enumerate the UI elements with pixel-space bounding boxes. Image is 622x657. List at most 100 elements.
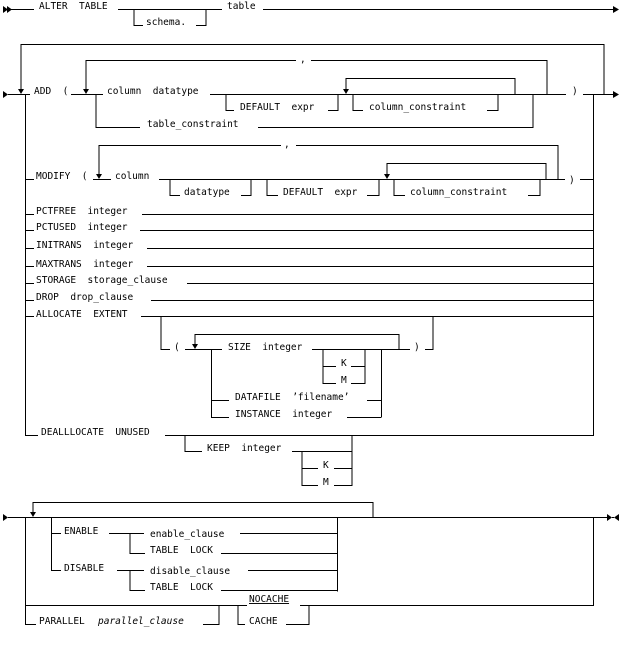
size-k-unit: K bbox=[341, 358, 347, 369]
allocate-branch-left bbox=[160, 316, 170, 350]
cache-branch-left bbox=[237, 605, 245, 625]
table-constraint-branch-right bbox=[258, 94, 534, 128]
enable-table-lock-branch bbox=[129, 533, 145, 554]
entry-arrow-icon bbox=[3, 514, 8, 521]
add-clause: ADD ( , column datatype DEFAULT expr col… bbox=[34, 54, 594, 130]
constraint-branch-left bbox=[352, 94, 363, 111]
keep-branch-left bbox=[184, 435, 202, 452]
add-comma-separator: , bbox=[300, 54, 306, 65]
allocate-repeat-loop bbox=[194, 334, 400, 350]
default-branch-right bbox=[328, 94, 339, 111]
disable-keyword: DISABLE bbox=[64, 563, 104, 574]
initrans-option: INITRANS integer bbox=[36, 240, 134, 251]
datafile-label: DATAFILE ’filename’ bbox=[235, 392, 349, 403]
pctused-option: PCTUSED integer bbox=[36, 222, 128, 233]
k-branch-right bbox=[351, 349, 366, 367]
continue-arrow-icon bbox=[613, 6, 619, 13]
loop-arrow-icon bbox=[18, 89, 24, 94]
m-branch-right bbox=[351, 366, 366, 384]
start-arrow-icon bbox=[3, 6, 8, 13]
datatype-branch-right bbox=[241, 179, 252, 196]
enable-table-lock-label: TABLE LOCK bbox=[150, 545, 213, 556]
default-branch-left bbox=[266, 179, 278, 196]
modify-clause: MODIFY ( , column datatype DEFAULT expr … bbox=[25, 139, 594, 198]
add-column-constraint: column_constraint bbox=[369, 102, 466, 113]
k-branch-right bbox=[334, 451, 353, 469]
table-constraint-branch-left bbox=[95, 94, 140, 128]
m-branch-right bbox=[334, 468, 353, 486]
nocache-default-label: NOCACHE bbox=[249, 594, 289, 605]
modify-column-constraint: column_constraint bbox=[410, 187, 507, 198]
loop-arrow-icon bbox=[83, 89, 89, 94]
add-keyword: ADD ( bbox=[34, 86, 68, 97]
modify-keyword: MODIFY ( bbox=[36, 171, 87, 182]
keep-integer-label: KEEP integer bbox=[207, 443, 282, 454]
constraint-loop bbox=[386, 163, 547, 180]
allocate-extent-clause: ALLOCATE EXTENT ( SIZE integer K M DATAF… bbox=[25, 309, 594, 420]
m-branch-left bbox=[301, 468, 318, 486]
disable-table-lock-branch bbox=[129, 570, 145, 591]
modify-column-label: column bbox=[115, 171, 149, 182]
m-branch-left bbox=[322, 366, 336, 384]
outer-loop bbox=[3, 44, 619, 436]
bottom-repeat-loop bbox=[32, 502, 374, 518]
column-datatype-label: column datatype bbox=[107, 86, 199, 97]
size-m-unit: M bbox=[341, 375, 347, 386]
schema-label: schema. bbox=[146, 17, 186, 28]
instance-label: INSTANCE integer bbox=[235, 409, 333, 420]
add-close-paren: ) bbox=[572, 86, 578, 97]
constraint-branch-right bbox=[528, 179, 541, 196]
storage-option: STORAGE storage_clause bbox=[36, 275, 168, 286]
modify-default-expr: DEFAULT expr bbox=[283, 187, 358, 198]
comma-loop-right bbox=[311, 60, 548, 95]
pctfree-option: PCTFREE integer bbox=[36, 206, 128, 217]
schema-branch-right bbox=[196, 9, 207, 26]
allocate-extent-keyword: ALLOCATE EXTENT bbox=[36, 309, 128, 320]
enable-clause-label: enable_clause bbox=[150, 529, 225, 540]
disable-clause-label: disable_clause bbox=[150, 566, 230, 577]
continue-arrow-icon bbox=[613, 91, 619, 98]
entry-arrow-icon bbox=[3, 91, 8, 98]
allocate-branch-right bbox=[425, 316, 434, 350]
parallel-branch-right bbox=[203, 605, 220, 625]
simple-options: PCTFREE integer PCTUSED integer INITRANS… bbox=[25, 206, 594, 303]
maxtrans-option: MAXTRANS integer bbox=[36, 259, 134, 270]
k-branch-left bbox=[301, 451, 318, 469]
default-branch-left bbox=[225, 94, 234, 111]
keep-k-unit: K bbox=[323, 460, 329, 471]
loop-arrow-icon bbox=[384, 174, 390, 179]
size-integer-label: SIZE integer bbox=[228, 342, 303, 353]
modify-datatype: datatype bbox=[184, 187, 230, 198]
outer-repeat-line bbox=[20, 44, 605, 95]
loop-arrow-icon bbox=[30, 512, 36, 517]
parallel-keyword: PARALLEL bbox=[39, 616, 85, 627]
default-branch-right bbox=[367, 179, 380, 196]
alter-table-keyword: ALTER TABLE bbox=[39, 1, 108, 12]
modify-close-paren: ) bbox=[569, 175, 575, 186]
allocate-close-paren: ) bbox=[414, 342, 420, 353]
end-arrow-icon-2 bbox=[614, 514, 619, 521]
cache-branch-right bbox=[286, 605, 310, 625]
table-constraint-label: table_constraint bbox=[147, 119, 239, 130]
deallocate-unused-keyword: DEALLLOCATE UNUSED bbox=[41, 427, 150, 438]
table-label: table bbox=[227, 1, 256, 12]
comma-loop-right bbox=[296, 145, 559, 180]
comma-loop-left bbox=[98, 145, 281, 175]
enable-keyword: ENABLE bbox=[64, 526, 99, 537]
disable-table-lock-label: TABLE LOCK bbox=[150, 582, 213, 593]
drop-option: DROP drop_clause bbox=[36, 292, 134, 303]
loop-arrow-icon bbox=[192, 344, 198, 349]
k-branch-left bbox=[322, 349, 336, 367]
constraint-branch-right bbox=[487, 94, 499, 111]
loop-arrow-icon bbox=[343, 89, 349, 94]
constraint-loop bbox=[345, 78, 516, 95]
schema-branch-left bbox=[133, 9, 143, 26]
modify-comma-separator: , bbox=[284, 139, 290, 150]
parallel-clause-label: parallel_clause bbox=[97, 616, 184, 627]
cache-label: CACHE bbox=[249, 616, 278, 627]
end-arrow-icon bbox=[607, 514, 612, 521]
add-default-expr: DEFAULT expr bbox=[240, 102, 315, 113]
comma-loop-left bbox=[85, 60, 296, 90]
